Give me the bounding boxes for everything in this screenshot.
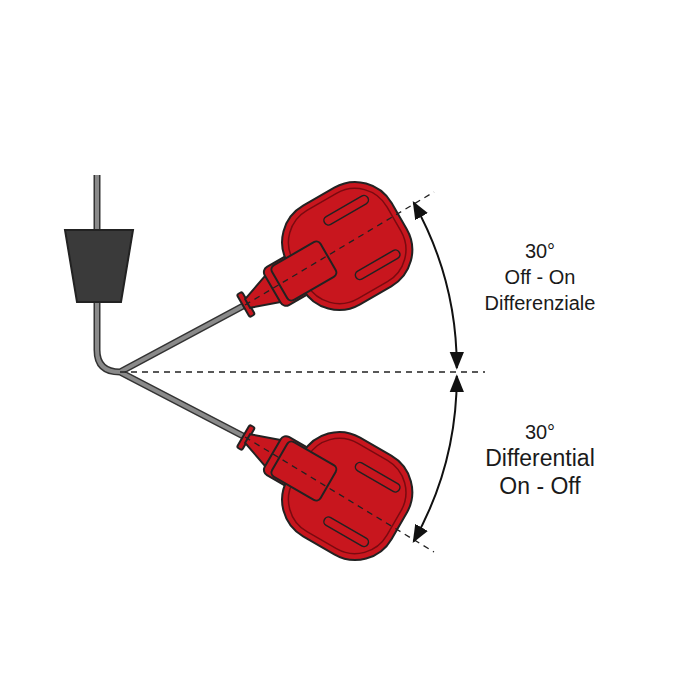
annotation-text: Differential <box>485 446 595 471</box>
annotation-text: 30° <box>525 421 555 443</box>
annotation-text: 30° <box>525 240 555 262</box>
annotation-text: Differenziale <box>485 292 596 314</box>
annotation-text: On - Off <box>499 474 580 499</box>
annotation-text: Off - On <box>505 266 576 288</box>
